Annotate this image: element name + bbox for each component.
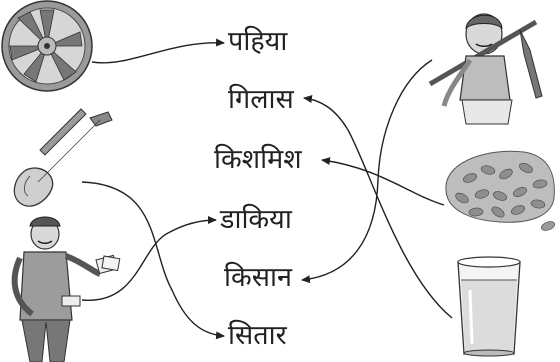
farmer-picture[interactable] <box>428 13 543 125</box>
wheel-picture[interactable] <box>1 0 93 92</box>
word-dakiya[interactable]: डाकिया <box>220 204 292 235</box>
line-glass-to-gilas <box>303 95 453 319</box>
line-wheel-to-pahiya <box>91 38 225 64</box>
line-sitar-to-sitar <box>81 181 225 340</box>
postman-picture[interactable] <box>11 216 121 362</box>
glass-picture[interactable] <box>457 256 521 357</box>
line-postman-to-dakiya <box>81 216 217 301</box>
word-kishmish[interactable]: किशमिश <box>214 144 302 175</box>
word-sitar[interactable]: सितार <box>228 320 287 351</box>
line-raisins-to-kishmish <box>321 157 445 206</box>
line-farmer-to-kisan <box>301 59 433 284</box>
word-kisan[interactable]: किसान <box>224 262 292 293</box>
raisins-picture[interactable] <box>445 150 556 232</box>
word-pahiya[interactable]: पहिया <box>228 26 288 57</box>
sitar-picture[interactable] <box>13 108 113 207</box>
word-gilas[interactable]: गिलास <box>228 84 294 115</box>
